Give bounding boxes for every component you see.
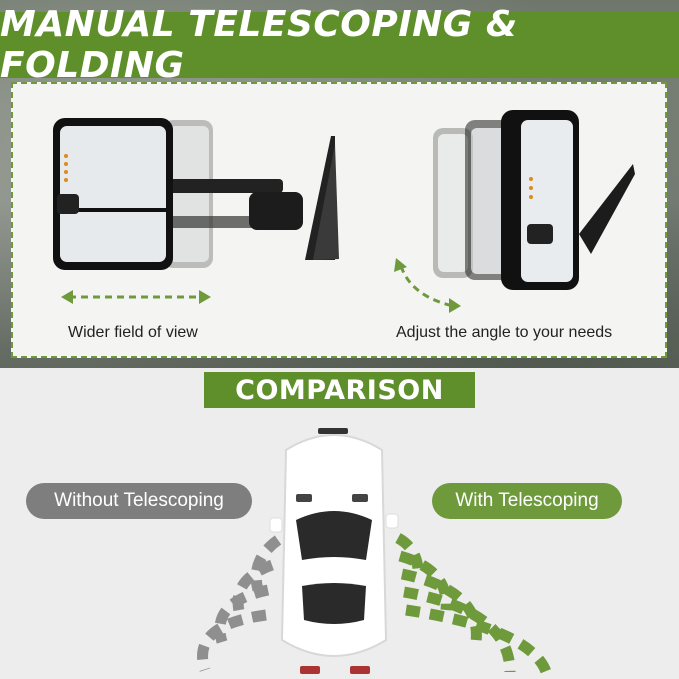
- telescoping-mirror-arm: [163, 136, 339, 260]
- left-caption: Wider field of view: [68, 324, 198, 341]
- car-view-illustration: [197, 428, 554, 679]
- telescoping-mirror: [53, 118, 173, 270]
- folding-mirror: [501, 110, 635, 290]
- right-caption: Adjust the angle to your needs: [396, 324, 613, 341]
- mirror-illustration: [53, 110, 635, 313]
- telescoping-arrow: [61, 290, 211, 304]
- comparison-banner: COMPARISON: [204, 372, 475, 408]
- car-top-view: [269, 428, 399, 674]
- mirror-illustration-panel: Wider field of view Adjust the angle to …: [11, 82, 667, 358]
- page-title: MANUAL TELESCOPING & FOLDING: [0, 4, 518, 86]
- with-telescoping-label: With Telescoping: [432, 483, 622, 519]
- folding-arrow: [394, 258, 461, 313]
- with-telescoping-text: With Telescoping: [455, 490, 599, 511]
- with-telescoping-view-arcs: [395, 533, 554, 679]
- folding-mirror-ghost: [433, 128, 473, 278]
- without-telescoping-text: Without Telescoping: [54, 490, 224, 511]
- comparison-title: COMPARISON: [235, 374, 444, 406]
- title-banner: MANUAL TELESCOPING & FOLDING: [0, 4, 679, 86]
- without-telescoping-label: Without Telescoping: [26, 483, 252, 519]
- without-telescoping-view-arcs: [197, 535, 282, 672]
